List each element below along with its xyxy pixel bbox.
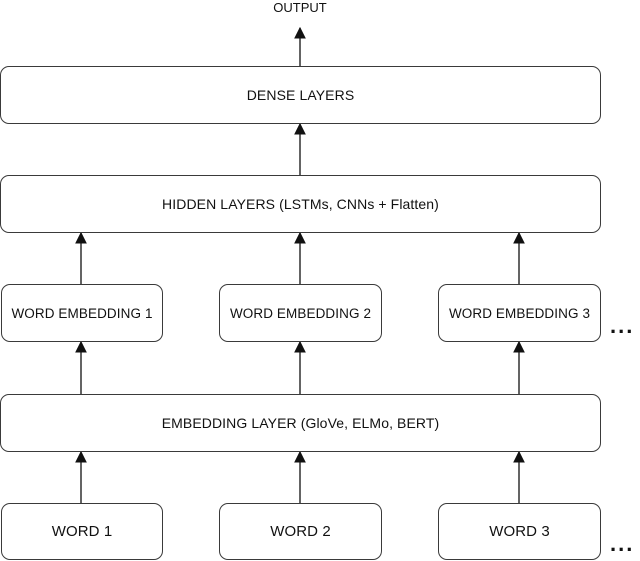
word-2-box: WORD 2 bbox=[219, 503, 382, 560]
word-3-label: WORD 3 bbox=[489, 523, 550, 540]
word-2-label: WORD 2 bbox=[270, 523, 331, 540]
output-label: OUTPUT bbox=[273, 0, 327, 15]
words-ellipsis: ... bbox=[610, 531, 635, 556]
word-1-label: WORD 1 bbox=[51, 523, 113, 540]
word-embedding-2-label: WORD EMBEDDING 2 bbox=[229, 305, 372, 321]
word-embedding-1-box: WORD EMBEDDING 1 bbox=[1, 284, 163, 342]
dense-layers-box: DENSE LAYERS bbox=[0, 66, 601, 124]
embedding-layer-label: EMBEDDING LAYER (GloVe, ELMo, BERT) bbox=[161, 415, 440, 431]
word-1-box: WORD 1 bbox=[1, 503, 163, 560]
word-embedding-2-box: WORD EMBEDDING 2 bbox=[219, 284, 382, 342]
word-embedding-1-label: WORD EMBEDDING 1 bbox=[11, 305, 153, 321]
word-embedding-3-box: WORD EMBEDDING 3 bbox=[438, 284, 601, 342]
embedding-layer-box: EMBEDDING LAYER (GloVe, ELMo, BERT) bbox=[0, 394, 601, 452]
hidden-layers-label: HIDDEN LAYERS (LSTMs, CNNs + Flatten) bbox=[162, 196, 439, 212]
dense-layers-label: DENSE LAYERS bbox=[246, 87, 355, 103]
word-embedding-3-label: WORD EMBEDDING 3 bbox=[448, 305, 591, 321]
embeddings-ellipsis: ... bbox=[610, 313, 635, 338]
word-3-box: WORD 3 bbox=[438, 503, 601, 560]
hidden-layers-box: HIDDEN LAYERS (LSTMs, CNNs + Flatten) bbox=[0, 175, 601, 233]
